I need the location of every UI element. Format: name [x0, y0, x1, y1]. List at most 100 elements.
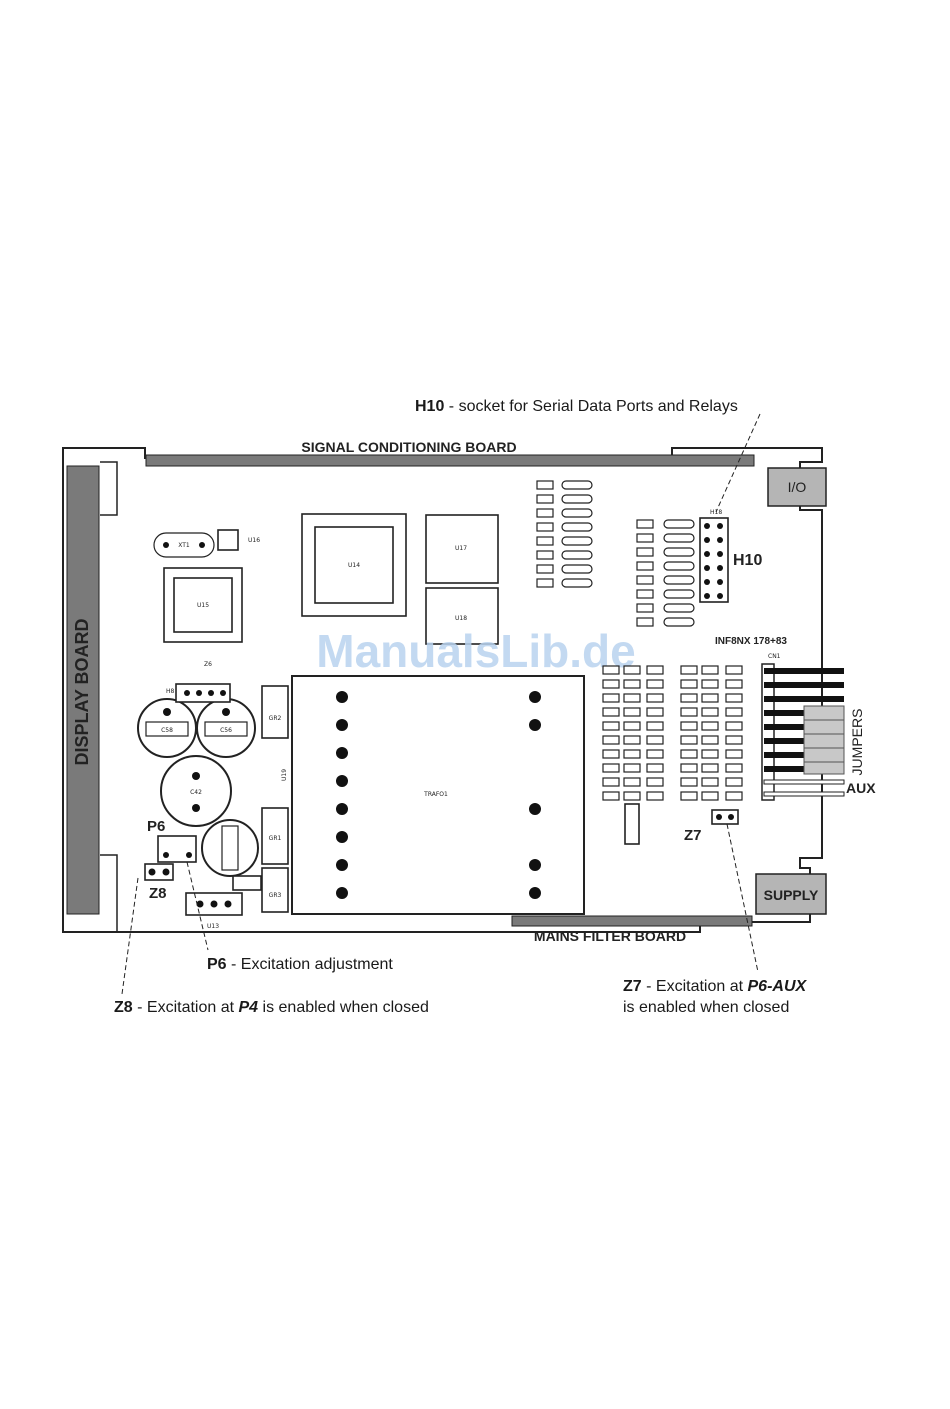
h8-pin — [196, 690, 202, 696]
callout-z7: Z7 - Excitation at P6-AUX — [623, 978, 808, 995]
cn1-label: CN1 — [768, 653, 781, 660]
h10-board-label: H10 — [733, 552, 762, 569]
crystal-xt1 — [153, 532, 215, 558]
callout-h10-code: H10 — [415, 398, 444, 415]
mains-filter-connector-bar — [511, 915, 753, 927]
u13-label: U13 — [207, 923, 219, 930]
callout-h10: H10 - socket for Serial Data Ports and R… — [415, 398, 738, 415]
u13-pin — [224, 900, 232, 908]
callout-h10-text: - socket for Serial Data Ports and Relay… — [444, 398, 737, 415]
socket-h10 — [699, 517, 729, 603]
c56-label: C56 — [220, 727, 232, 734]
ic-u14 — [314, 526, 394, 604]
u19-label: U19 — [281, 769, 288, 781]
jumper-z7 — [711, 809, 739, 825]
callout-p6-text: - Excitation adjustment — [227, 956, 394, 973]
jumper-blocks — [803, 705, 845, 775]
p6-board-label: P6 — [147, 818, 165, 835]
z7-board-label: Z7 — [684, 827, 702, 844]
board-notch-bottom — [100, 854, 118, 932]
z8-pin — [162, 868, 170, 876]
board-notch — [100, 461, 118, 516]
h8-pin — [208, 690, 214, 696]
ic-u18 — [425, 587, 499, 645]
gr1-label: GR1 — [269, 835, 282, 842]
callout-p6: P6 - Excitation adjustment — [207, 956, 393, 973]
supply-connector — [755, 873, 827, 915]
u13-pin — [210, 900, 218, 908]
gr3-label: GR3 — [269, 892, 282, 899]
u16-label: U16 — [248, 537, 260, 544]
capacitor-c56 — [196, 698, 256, 758]
rectifier-gr3 — [261, 867, 289, 913]
c58-label: C58 — [161, 727, 173, 734]
board-model-label: INF8NX 178+83 — [715, 636, 787, 647]
watermark: ManualsLib.de — [316, 625, 635, 677]
callout-p6-code: P6 — [207, 956, 227, 973]
z8-leader-line — [121, 877, 139, 995]
z7-pin — [728, 814, 734, 820]
jumper-z8 — [144, 863, 174, 881]
callout-z7-code: Z7 — [623, 978, 642, 995]
transformer-trafo1 — [291, 675, 585, 915]
callout-z7-line2: is enabled when closed — [623, 999, 789, 1016]
rectifier-gr2 — [261, 685, 289, 739]
signal-conditioning-label: SIGNAL CONDITIONING BOARD — [301, 439, 516, 455]
xt1-pin — [199, 542, 205, 548]
diode-resistor-array-top — [536, 480, 593, 588]
display-board-label: DISPLAY BOARD — [72, 618, 92, 765]
gr2-label: GR2 — [269, 715, 282, 722]
jumpers-label: JUMPERS — [849, 709, 865, 776]
p6-pin — [186, 852, 192, 858]
display-board-connector-bar — [66, 465, 100, 915]
capacitor-c43 — [201, 819, 259, 877]
xt1-label: XT1 — [178, 542, 190, 549]
mains-filter-label: MAINS FILTER BOARD — [534, 928, 686, 944]
ic-u17 — [425, 514, 499, 584]
u13-pin — [196, 900, 204, 908]
z7-pin — [716, 814, 722, 820]
transformer-pins — [336, 691, 541, 899]
component-array-bottom-right — [602, 665, 743, 801]
z8-pin — [148, 868, 156, 876]
p6-pin — [163, 852, 169, 858]
callout-z8-code: Z8 — [114, 999, 133, 1016]
socket-h10-pins — [704, 523, 723, 599]
potentiometer-p6 — [157, 835, 197, 863]
header-h8 — [175, 683, 231, 703]
callout-z8-tail: is enabled when closed — [258, 999, 429, 1016]
callout-z8: Z8 - Excitation at P4 is enabled when cl… — [114, 999, 429, 1016]
cn1-pin-rows — [763, 668, 845, 797]
u14-label: U14 — [348, 562, 360, 569]
aux-label: AUX — [846, 780, 876, 796]
p6-leader-line — [186, 861, 209, 951]
z7-leader-line — [726, 823, 759, 973]
callout-z8-text: - Excitation at — [133, 999, 239, 1016]
trafo-label: TRAFO1 — [423, 791, 448, 798]
ic-u16 — [217, 529, 239, 551]
diode-resistor-array-right — [636, 519, 695, 627]
capacitor-c44 — [232, 875, 262, 891]
capacitor-c42 — [160, 755, 232, 827]
h8-pin — [184, 690, 190, 696]
u17-label: U17 — [455, 545, 467, 552]
z8-board-label: Z8 — [149, 885, 167, 902]
c42-label: C42 — [190, 789, 202, 796]
callout-z7-em: P6-AUX — [748, 978, 808, 995]
supply-label: SUPPLY — [764, 887, 819, 903]
io-connector — [767, 467, 827, 507]
xt1-pin — [163, 542, 169, 548]
signal-conditioning-connector-bar — [145, 454, 755, 467]
h10-leader-line — [715, 413, 761, 513]
callout-z7-text: - Excitation at — [642, 978, 748, 995]
capacitor-c57 — [624, 803, 640, 845]
h8-pin — [220, 690, 226, 696]
u15-label: U15 — [197, 602, 209, 609]
callout-z8-em: P4 — [239, 999, 259, 1016]
ic-u15 — [173, 577, 233, 633]
rectifier-gr1 — [261, 807, 289, 865]
u18-label: U18 — [455, 615, 467, 622]
h8-label: H8 — [166, 688, 175, 695]
io-label: I/O — [788, 479, 807, 495]
